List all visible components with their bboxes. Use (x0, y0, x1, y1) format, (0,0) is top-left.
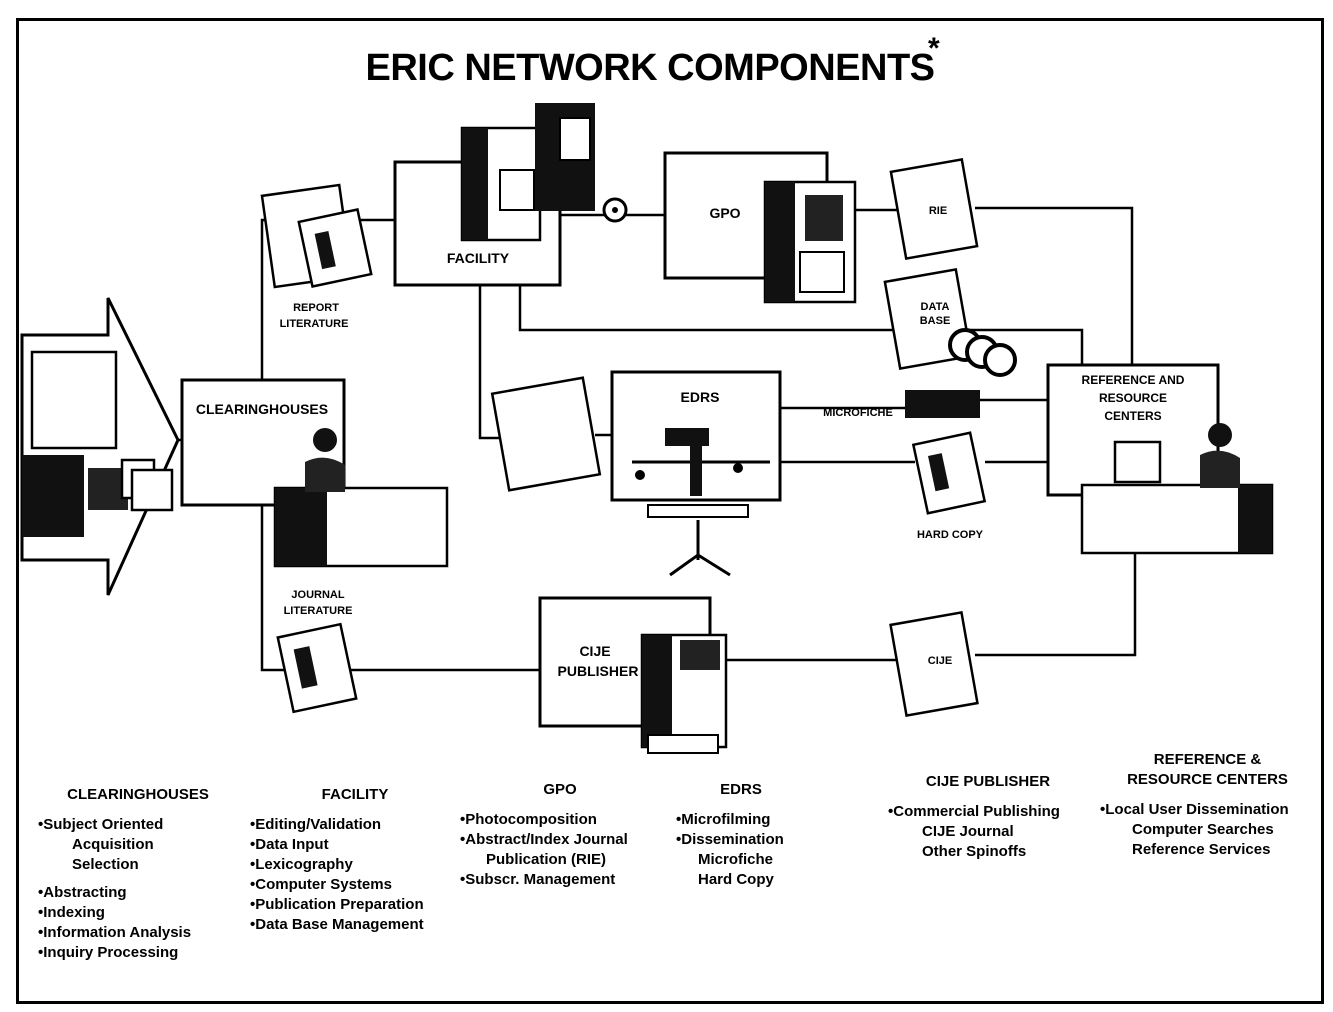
line-facility-to-edrs (478, 285, 500, 440)
cije-journal: CIJE (889, 610, 979, 718)
svg-text:LITERATURE: LITERATURE (280, 318, 349, 330)
title-asterisk: * (928, 32, 940, 65)
svg-text:RESOURCE: RESOURCE (1099, 391, 1167, 405)
svg-text:CIJE: CIJE (928, 655, 952, 667)
microfiche: MICROFICHE (823, 390, 980, 419)
svg-text:BASE: BASE (920, 315, 951, 327)
svg-text:REFERENCE AND: REFERENCE AND (1082, 373, 1185, 387)
data-base: DATA BASE (883, 267, 1017, 377)
legend-reference-centers: REFERENCE & RESOURCE CENTERS •Local User… (1100, 750, 1315, 860)
svg-text:REPORT: REPORT (293, 302, 339, 314)
legend-facility: FACILITY •Editing/Validation •Data Input… (250, 785, 460, 935)
svg-text:LITERATURE: LITERATURE (284, 605, 353, 617)
diagram-title: ERIC NETWORK COMPONENTS (365, 47, 934, 89)
svg-text:PUBLISHER: PUBLISHER (558, 663, 639, 679)
gpo-label: GPO (709, 205, 740, 221)
legend-heading: REFERENCE & (1153, 751, 1262, 768)
node-reference-centers: REFERENCE AND RESOURCE CENTERS (1046, 363, 1274, 555)
legend-heading: RESOURCE CENTERS (1127, 771, 1288, 788)
legend-heading: FACILITY (321, 786, 389, 803)
rie-publication: RIE (889, 157, 979, 261)
legend-heading: GPO (543, 781, 577, 798)
svg-text:DATA: DATA (921, 301, 950, 313)
svg-text:MICROFICHE: MICROFICHE (823, 407, 893, 419)
input-arrow (20, 297, 180, 596)
svg-text:HARD COPY: HARD COPY (917, 529, 984, 541)
legend-cije-publisher: CIJE PUBLISHER •Commercial Publishing CI… (888, 772, 1088, 862)
hard-copy: HARD COPY (911, 431, 987, 541)
legend-clearinghouses: CLEARINGHOUSES •Subject Oriented Acquisi… (38, 785, 238, 963)
node-facility: FACILITY (393, 103, 595, 287)
clearinghouses-label: CLEARINGHOUSES (196, 401, 328, 417)
journal-literature: JOURNAL LITERATURE (276, 589, 358, 714)
legend-heading: EDRS (720, 781, 762, 798)
diagram-frame (16, 18, 1324, 1004)
line-clearinghouses-to-cije (260, 505, 540, 672)
line-rie-to-centers (975, 206, 1134, 365)
node-cije-publisher: CIJE PUBLISHER (538, 596, 728, 754)
report-literature: REPORT LITERATURE (260, 183, 373, 330)
legend-heading: CLEARINGHOUSES (67, 786, 209, 803)
legend-gpo: GPO •Photocomposition •Abstract/Index Jo… (460, 780, 660, 890)
node-edrs: EDRS (490, 370, 782, 577)
tape-reel (602, 197, 628, 223)
svg-text:JOURNAL: JOURNAL (291, 589, 344, 601)
node-clearinghouses: CLEARINGHOUSES (180, 378, 449, 568)
flow-lines (178, 206, 1137, 672)
node-gpo: GPO (663, 151, 857, 304)
edrs-label: EDRS (681, 389, 720, 405)
legend-edrs: EDRS •Microfilming •Dissemination Microf… (676, 780, 806, 890)
facility-label: FACILITY (447, 250, 510, 266)
svg-text:CIJE: CIJE (579, 643, 610, 659)
svg-text:CENTERS: CENTERS (1104, 409, 1161, 423)
svg-text:RIE: RIE (929, 205, 947, 217)
line-facility-to-database (518, 285, 1084, 365)
legend-heading: CIJE PUBLISHER (925, 773, 1051, 790)
